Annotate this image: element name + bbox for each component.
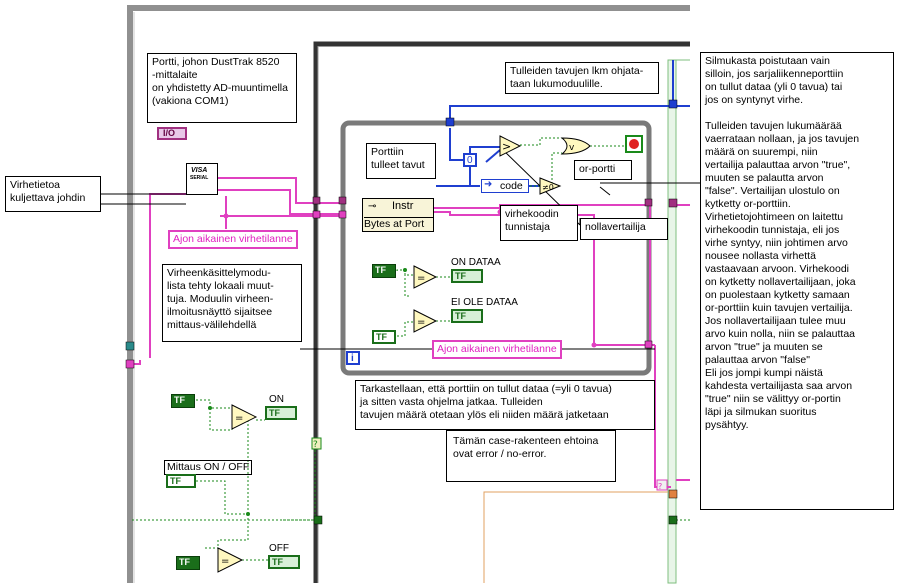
while-loop-frame xyxy=(313,41,690,583)
loop-index-label: i xyxy=(351,353,354,364)
tf-label: TF xyxy=(272,557,283,567)
tf-label: TF xyxy=(455,271,466,281)
t-label: T xyxy=(376,332,382,342)
loop-exit-note: Silmukasta poistutaan vain silloin, jos … xyxy=(700,52,894,510)
zero-constant-label: 0 xyxy=(467,155,473,166)
svg-text:v: v xyxy=(569,143,575,153)
visa-io-label: I/O xyxy=(163,128,176,138)
property-node xyxy=(362,198,434,232)
svg-text:=: = xyxy=(417,317,425,328)
zero-comparator-note: nollavertailija xyxy=(580,218,668,240)
svg-text:=: = xyxy=(235,413,243,424)
code-arrow-icon: ➜ xyxy=(484,179,493,190)
runtime-error-label-1: Ajon aikainen virhetilanne xyxy=(168,230,298,249)
visa-io-control xyxy=(157,127,187,140)
measurement-on-off-control: TF xyxy=(166,474,196,488)
on-data-label: ON DATAA xyxy=(451,257,501,268)
bool-constant-2: TF xyxy=(372,330,396,344)
frame-terminals xyxy=(125,99,678,525)
f-label: F xyxy=(179,395,186,405)
svg-text:≠0: ≠0 xyxy=(542,183,554,192)
bool-constant-4: TF xyxy=(176,556,200,570)
outer-case-frame xyxy=(127,5,690,583)
off-indicator: TF xyxy=(268,555,300,569)
case-condition-note: Tämän case-rakenteen ehtoina ovat error … xyxy=(446,430,616,482)
or-gate-node: v xyxy=(560,137,591,155)
off-label: OFF xyxy=(269,543,289,554)
runtime-error-label-2: Ajon aikainen virhetilanne xyxy=(432,340,562,359)
tf-label: TF xyxy=(455,311,466,321)
stop-terminal xyxy=(625,135,643,153)
compare-equal-node-4: = xyxy=(217,547,244,573)
not-equal-zero-node: ≠0 xyxy=(539,177,562,195)
inner-case-frame xyxy=(667,59,690,584)
bool-constant-3: TF xyxy=(171,394,195,408)
bytes-at-port-label: Bytes at Port xyxy=(364,217,434,231)
error-wire-note: Virhetietoa kuljettava johdin xyxy=(5,176,101,212)
no-data-indicator: TF xyxy=(451,309,483,323)
case-selector-node: ? ? xyxy=(313,440,662,491)
on-indicator: TF xyxy=(265,406,297,420)
tf-label: TF xyxy=(170,476,181,486)
error-handling-note: Virheenkäsittelymodu- lista tehty lokaal… xyxy=(162,264,302,342)
t-label: T xyxy=(174,395,180,405)
svg-text:?: ? xyxy=(658,482,662,491)
svg-text:=: = xyxy=(221,556,229,567)
f-label: F xyxy=(380,265,387,275)
port-bytes-note: Porttiin tulleet tavut xyxy=(366,143,436,179)
f-label: F xyxy=(381,332,388,342)
compare-equal-node-1: = xyxy=(413,265,438,289)
check-data-note: Tarkastellaan, että porttiin on tullut d… xyxy=(355,380,655,430)
svg-text:>: > xyxy=(502,140,511,153)
visa-label: VISA xyxy=(191,167,208,174)
measurement-on-off-label: Mittaus ON / OFF xyxy=(164,460,253,475)
bool-constant-1: TF xyxy=(372,264,396,278)
loop-index-terminal xyxy=(346,351,360,365)
on-label: ON xyxy=(269,394,284,405)
or-gate-note: or-portti xyxy=(574,160,632,180)
bool-junctions xyxy=(208,268,407,516)
instr-icon: ⊸ xyxy=(368,201,377,212)
instr-label: Instr xyxy=(392,200,414,212)
svg-text:=: = xyxy=(417,273,425,284)
compare-equal-node-2: = xyxy=(413,309,438,333)
tf-label: TF xyxy=(269,408,280,418)
code-label: code xyxy=(500,180,523,192)
serial-label: SERIAL xyxy=(190,175,209,181)
compare-equal-node-3: = xyxy=(231,404,258,430)
compare-greater-node: > xyxy=(499,135,522,157)
zero-constant xyxy=(463,153,477,167)
visa-serial-node xyxy=(186,163,218,195)
error-code-note: virhekoodin tunnistaja xyxy=(500,205,578,241)
t-label: T xyxy=(375,265,381,275)
on-data-indicator: TF xyxy=(451,269,483,283)
t-label: T xyxy=(179,557,185,567)
port-note: Portti, johon DustTrak 8520 -mittalaite … xyxy=(147,53,297,123)
string-wires xyxy=(483,491,668,583)
f-label: F xyxy=(184,557,191,567)
code-indicator xyxy=(481,179,529,193)
svg-text:?: ? xyxy=(313,440,318,450)
bytes-count-note: Tulleiden tavujen lkm ohjata- taan lukum… xyxy=(505,62,659,94)
no-data-label: EI OLE DATAA xyxy=(451,297,518,308)
